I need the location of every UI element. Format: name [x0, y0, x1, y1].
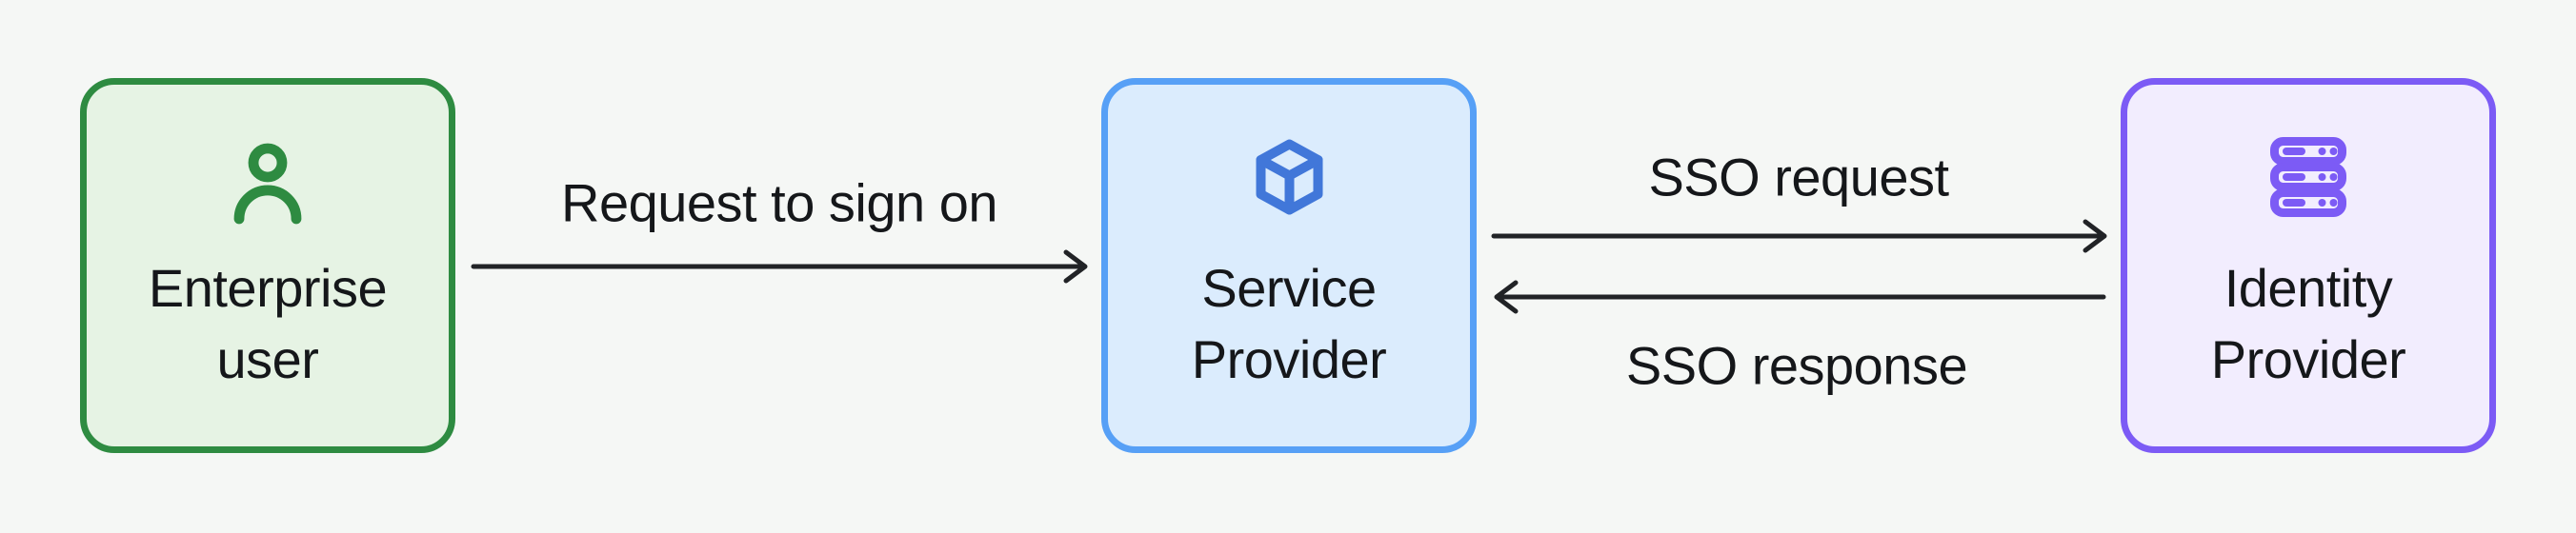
- edge-label-sso-response: SSO response: [1625, 335, 1968, 396]
- node-label-enterprise-user: Enterprise user: [148, 252, 388, 395]
- arrow-head-left: [1494, 280, 1519, 314]
- node-label-line: Provider: [1191, 329, 1387, 389]
- arrow-sso-request: [1491, 219, 2107, 253]
- edge-label-request-to-sign-on: Request to sign on: [561, 172, 997, 233]
- node-label-line: user: [216, 329, 319, 389]
- node-label-line: Service: [1201, 258, 1377, 318]
- cube-icon: [1256, 128, 1323, 226]
- user-icon-svg: [233, 143, 302, 225]
- arrow-head-right: [1063, 249, 1088, 284]
- arrow-head-right: [2083, 219, 2107, 253]
- cube-icon-svg: [1256, 139, 1322, 215]
- node-enterprise-user: Enterprise user: [80, 78, 455, 453]
- server-stack-icon: [2270, 128, 2346, 226]
- node-label-service-provider: Service Provider: [1192, 252, 1387, 395]
- arrow-request-to-sign-on: [471, 249, 1088, 284]
- node-label-line: Enterprise: [148, 258, 388, 318]
- node-service-provider: Service Provider: [1101, 78, 1477, 453]
- edge-label-sso-request: SSO request: [1648, 147, 1949, 207]
- node-label-line: Identity: [2224, 258, 2393, 318]
- user-icon: [220, 128, 315, 226]
- node-label-line: Provider: [2210, 329, 2406, 389]
- node-identity-provider: Identity Provider: [2121, 78, 2496, 453]
- node-label-identity-provider: Identity Provider: [2211, 252, 2406, 395]
- arrow-sso-response: [1494, 280, 2106, 314]
- server-stack-icon-svg: [2270, 137, 2346, 217]
